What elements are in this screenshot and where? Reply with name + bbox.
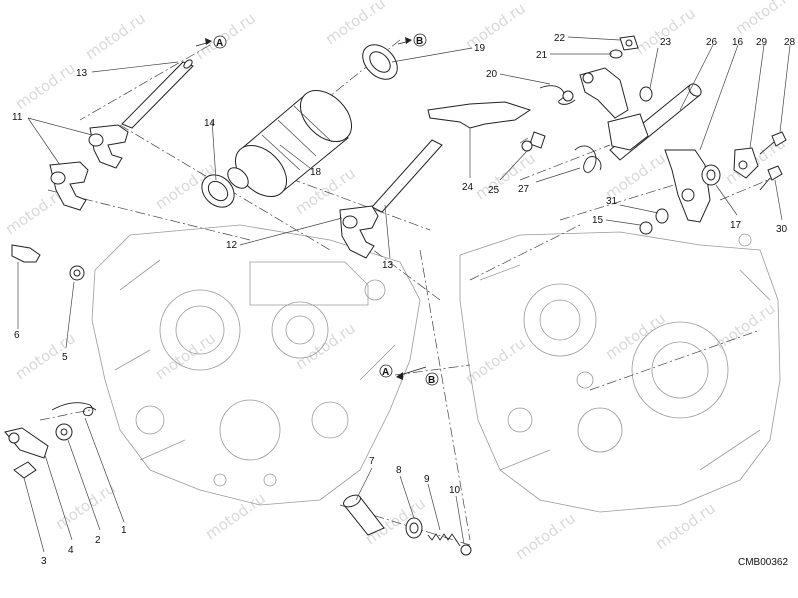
detent-spring-upper xyxy=(539,85,576,105)
watermark: motod.ru xyxy=(152,329,219,383)
detent-bolt xyxy=(619,35,639,51)
callout-16: 16 xyxy=(732,37,744,48)
shift-fork-shaft-upper xyxy=(121,59,194,129)
shaft-washer xyxy=(639,221,653,235)
watermark: motod.ru xyxy=(602,309,669,363)
shift-fork-shaft-lower xyxy=(371,139,443,213)
selector-pin xyxy=(529,131,546,149)
watermark: motod.ru xyxy=(292,319,359,373)
bracket-screw-lower xyxy=(759,165,783,191)
watermark: motod.ru xyxy=(322,0,389,48)
callout-27: 27 xyxy=(518,184,530,195)
callout-5: 5 xyxy=(62,352,68,363)
shaft-seal xyxy=(701,164,721,186)
callout-13: 13 xyxy=(382,260,394,271)
watermark: motod.ru xyxy=(12,329,79,383)
crankcase-left-half xyxy=(91,224,421,506)
watermark: motod.ru xyxy=(462,0,529,53)
callout-29: 29 xyxy=(756,37,768,48)
watermark: motod.ru xyxy=(732,0,798,38)
shift-pawl-pin xyxy=(343,494,385,536)
callout-24: 24 xyxy=(462,182,474,193)
shaft-circlip xyxy=(655,208,669,224)
callout-1: 1 xyxy=(121,525,127,536)
watermark: motod.ru xyxy=(712,299,779,353)
callout-4: 4 xyxy=(68,545,74,556)
callout-15: 15 xyxy=(592,215,604,226)
callout-23: 23 xyxy=(660,37,672,48)
bracket-screw-upper xyxy=(759,131,787,155)
shift-fork-lower xyxy=(49,161,89,211)
reference-letters: A B A B xyxy=(213,33,439,386)
watermark: motod.ru xyxy=(472,149,539,203)
shift-drum xyxy=(227,90,352,197)
callout-10: 10 xyxy=(449,485,461,496)
callout-19: 19 xyxy=(474,43,486,54)
ref-b-top: B xyxy=(416,36,423,47)
callout-22: 22 xyxy=(554,33,566,44)
callout-18: 18 xyxy=(310,167,322,178)
callout-3: 3 xyxy=(41,556,47,567)
reference-arrows xyxy=(195,37,427,380)
callout-6: 6 xyxy=(14,330,20,341)
callout-28: 28 xyxy=(784,37,796,48)
ratchet-spring xyxy=(519,137,533,152)
callout-25: 25 xyxy=(488,185,500,196)
crankcase-right-half xyxy=(459,231,781,513)
neutral-switch xyxy=(11,244,41,263)
watermark: motod.ru xyxy=(12,59,79,113)
shift-drum-washer-left xyxy=(201,174,235,208)
callout-20: 20 xyxy=(486,69,498,80)
ref-a-mid: A xyxy=(382,367,389,378)
index-lever-spring xyxy=(51,402,97,417)
bushing xyxy=(639,86,653,102)
watermark: motod.ru xyxy=(192,9,259,63)
callout-9: 9 xyxy=(424,474,430,485)
detent-arm xyxy=(579,67,629,119)
callout-13: 13 xyxy=(76,68,88,79)
gearshift-lever-plate xyxy=(664,149,711,223)
watermark: motod.ru xyxy=(82,9,149,63)
pin-washer xyxy=(405,517,423,539)
index-lever-spacer xyxy=(55,423,73,441)
ref-a-top: A xyxy=(216,38,223,49)
watermark-layer: motod.ru motod.ru motod.ru motod.ru moto… xyxy=(2,0,798,563)
shift-fork-upper xyxy=(88,124,129,169)
gearshift-shaft xyxy=(607,83,702,161)
callout-7: 7 xyxy=(369,456,375,467)
ref-b-mid: B xyxy=(428,375,435,386)
callout-26: 26 xyxy=(706,37,718,48)
callout-21: 21 xyxy=(536,50,548,61)
index-lever xyxy=(4,427,49,459)
callout-8: 8 xyxy=(396,465,402,476)
watermark: motod.ru xyxy=(512,509,579,563)
neutral-switch-washer xyxy=(69,265,85,281)
drawing-code: CMB00362 xyxy=(738,557,788,568)
bracket xyxy=(733,147,759,179)
callout-30: 30 xyxy=(776,224,788,235)
callout-11: 11 xyxy=(12,112,23,123)
callout-12: 12 xyxy=(226,240,238,251)
index-lever-screw xyxy=(13,461,37,479)
watermark: motod.ru xyxy=(52,479,119,533)
callout-labels: 1 2 3 4 5 6 7 8 9 10 11 12 13 13 14 15 1… xyxy=(12,33,796,567)
pin-ball xyxy=(460,544,472,556)
watermark: motod.ru xyxy=(652,499,719,553)
watermark: motod.ru xyxy=(462,334,529,388)
callout-14: 14 xyxy=(204,118,216,129)
return-spring xyxy=(574,145,602,173)
pin-spring xyxy=(427,533,461,547)
callout-31: 31 xyxy=(606,196,618,207)
shift-fork-middle xyxy=(339,205,379,259)
watermark: motod.ru xyxy=(632,4,699,58)
callout-2: 2 xyxy=(95,535,101,546)
callout-17: 17 xyxy=(730,220,742,231)
shift-drum-washer-right xyxy=(362,44,398,80)
leader-lines xyxy=(17,36,791,553)
shift-selector-plate xyxy=(427,101,532,129)
watermark: motod.ru xyxy=(202,489,269,543)
